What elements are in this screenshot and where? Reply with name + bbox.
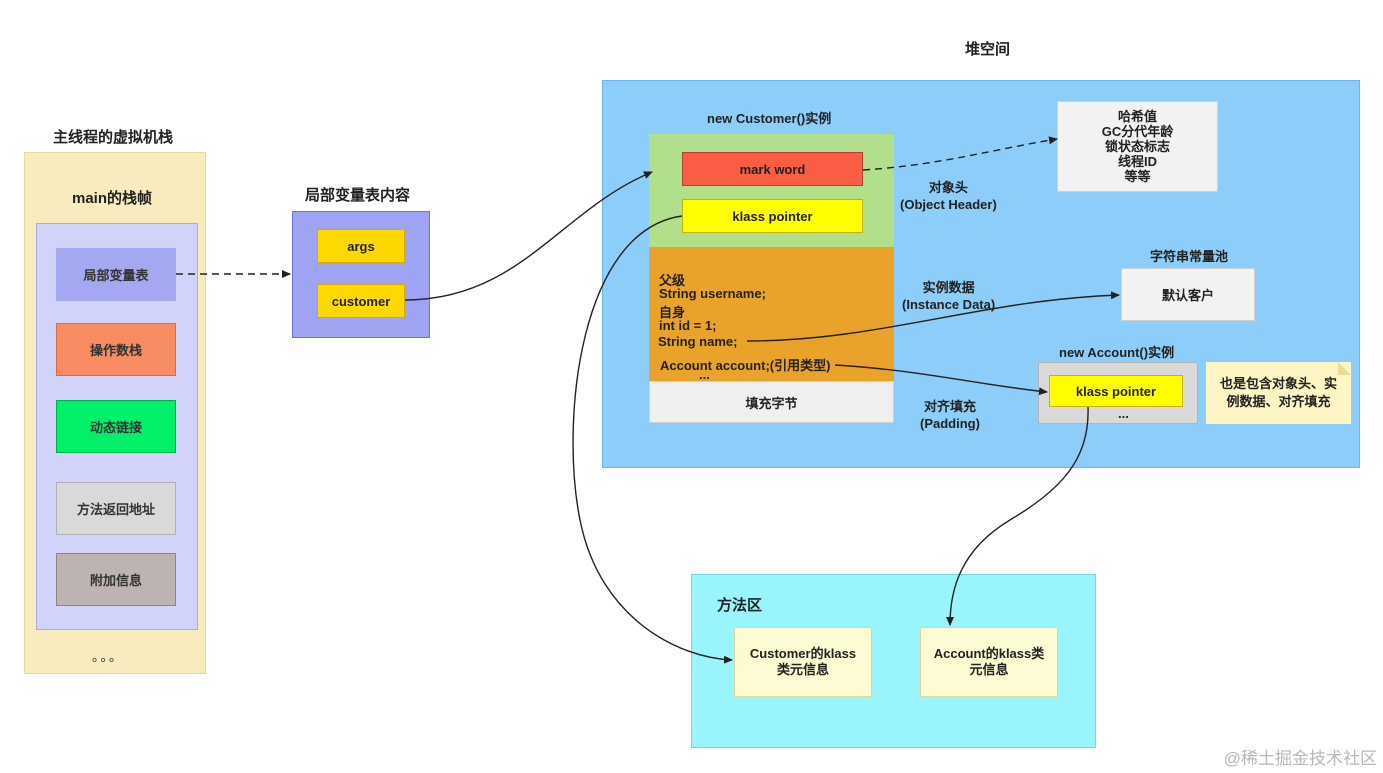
instance-line: 自身 [659, 305, 686, 320]
header-info-line: 锁状态标志 [1104, 139, 1170, 154]
instance-data-label: 实例数据 (Instance Data) [902, 279, 995, 313]
account-ellipsis: ... [1118, 406, 1129, 421]
label-line: (Instance Data) [902, 297, 996, 312]
instance-line: Account account;(引用类型) [660, 358, 831, 373]
stack-ellipsis: 。。。 [92, 649, 125, 664]
frame-item-dynamic-link: 动态链接 [56, 400, 176, 453]
local-var-args: args [317, 229, 405, 263]
customer-instance-title: new Customer()实例 [707, 111, 832, 126]
arrow-account-to-instance [834, 364, 1048, 396]
header-info-box: 哈希值 GC分代年龄 锁状态标志 线程ID 等等 [1057, 101, 1218, 192]
header-info-line: GC分代年龄 [1101, 124, 1174, 139]
arrow-name-to-string-pool [746, 291, 1120, 342]
mark-word: mark word [682, 152, 863, 186]
label-line: 对齐填充 [923, 399, 976, 414]
header-info-line: 哈希值 [1117, 109, 1157, 124]
account-klass-pointer: klass pointer [1049, 375, 1183, 407]
meta-line: Account的klass类 [933, 646, 1045, 661]
label-line: (Padding) [920, 416, 980, 431]
account-instance-title: new Account()实例 [1059, 345, 1175, 360]
instance-line: int id = 1; [659, 318, 717, 333]
instance-line: String username; [659, 286, 766, 301]
header-info-line: 线程ID [1117, 154, 1157, 169]
arrow-customer-to-instance [404, 171, 653, 301]
method-area-title: 方法区 [717, 597, 763, 614]
string-pool-title: 字符串常量池 [1150, 249, 1229, 264]
frame-item-operand-stack: 操作数栈 [56, 323, 176, 376]
note-line: 也是包含对象头、实 [1219, 376, 1337, 391]
meta-line: 元信息 [969, 662, 1009, 677]
label-line: 实例数据 [922, 280, 975, 295]
instance-line: String name; [658, 334, 738, 349]
frame-item-local-vars: 局部变量表 [56, 248, 176, 301]
instance-line: 父级 [659, 273, 686, 288]
customer-klass-meta: Customer的klass 类元信息 [734, 627, 872, 697]
frame-item-extra-info: 附加信息 [56, 553, 176, 606]
frame-title: main的栈帧 [72, 190, 153, 207]
label-line: (Object Header) [900, 197, 997, 212]
stack-title: 主线程的虚拟机栈 [53, 129, 174, 146]
padding-block: 填充字节 [649, 381, 894, 423]
header-info-line: 等等 [1124, 169, 1151, 184]
instance-data-block [649, 247, 894, 381]
customer-klass-pointer: klass pointer [682, 199, 863, 233]
frame-item-return-address: 方法返回地址 [56, 482, 176, 535]
string-pool-box: 默认客户 [1121, 268, 1255, 321]
heap-title: 堆空间 [965, 41, 1011, 58]
label-line: 对象头 [928, 180, 968, 195]
account-klass-meta: Account的klass类 元信息 [920, 627, 1058, 697]
meta-line: Customer的klass [749, 646, 857, 661]
local-vars-title: 局部变量表内容 [305, 187, 411, 204]
note-box: 也是包含对象头、实 例数据、对齐填充 [1206, 362, 1351, 424]
arrow-customer-klass-to-meta [572, 215, 733, 664]
object-header-label: 对象头 (Object Header) [900, 179, 997, 213]
note-fold [1338, 362, 1351, 375]
arrow-account-klass-to-meta [946, 406, 1089, 626]
meta-line: 类元信息 [776, 662, 829, 677]
arrow-markword-to-header-info [862, 136, 1058, 171]
note-line: 例数据、对齐填充 [1226, 394, 1331, 409]
instance-line: ... [699, 367, 710, 382]
padding-label: 对齐填充 (Padding) [920, 398, 980, 432]
local-var-customer: customer [317, 284, 405, 318]
watermark: @稀土掘金技术社区 [1223, 749, 1377, 768]
